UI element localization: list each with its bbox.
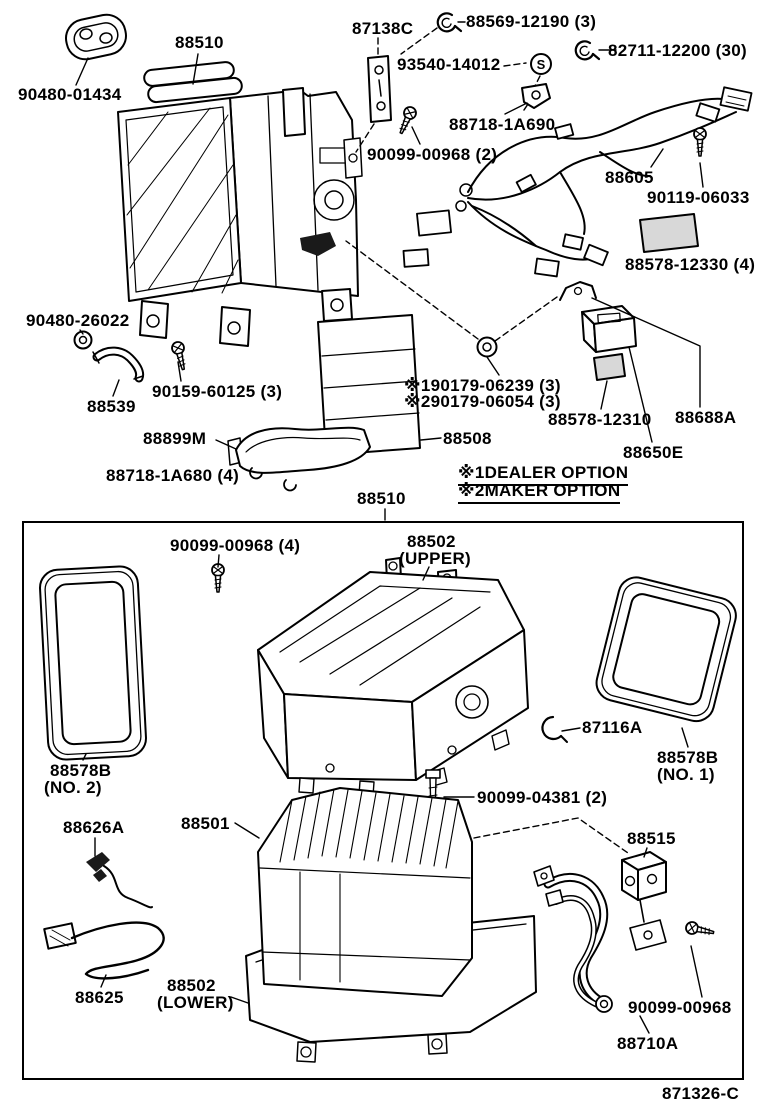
part-label-88578-12330: 88578-12330 (4) [625, 255, 756, 274]
evaporator-core-88501-art [257, 787, 473, 997]
wiring-harness-88605-art [402, 86, 753, 278]
part-label-88502-upper: 88502 [407, 532, 456, 551]
part-label-88625: 88625 [75, 988, 124, 1007]
thermistor-88626A-art [86, 852, 153, 909]
part-sublabel-no1: (NO. 1) [657, 765, 715, 784]
part-label-88508: 88508 [443, 429, 492, 448]
part-sublabel-lower: (LOWER) [157, 993, 234, 1012]
part-label-88626A: 88626A [63, 818, 125, 837]
part-label-88718-1A680: 88718-1A680 (4) [106, 466, 240, 485]
bracket-87138C-art [367, 55, 392, 123]
part-sublabel-upper: (UPPER) [399, 549, 471, 568]
clamp-88718-1A690-art [521, 83, 551, 111]
seal-88578B-no1-art [595, 576, 737, 723]
lower-assembly-frame [22, 521, 744, 1080]
part-label-88650E: 88650E [623, 443, 684, 462]
part-label-88502-lower: 88502 [167, 976, 216, 995]
expansion-valve-88515-art [621, 851, 667, 901]
note-maker-option: ※2MAKER OPTION [458, 481, 621, 504]
part-label-88718-1A690: 88718-1A690 [449, 115, 556, 134]
part-label-90099-04381: 90099-04381 (2) [477, 788, 608, 807]
duct-88899M-art [227, 426, 371, 492]
part-label-88688A: 88688A [675, 408, 737, 427]
assembly-dashed-lines [345, 27, 629, 854]
part-label-88501: 88501 [181, 814, 230, 833]
part-label-90099-00968-4: 90099-00968 (4) [170, 536, 301, 555]
pad-88578-12310-art [593, 353, 626, 381]
pad-88578-12330-art [639, 213, 699, 253]
screw-icon-90119-06033 [693, 127, 707, 157]
s-marker-icon: S [530, 53, 552, 75]
filter-88508-art [317, 314, 421, 456]
leader-lines [75, 21, 704, 1034]
grommet-90480-26022-art [73, 330, 93, 350]
grommet-90480-01434-art [65, 13, 127, 61]
part-label-88510-bottom: 88510 [357, 489, 406, 508]
pipes-88710A-art [533, 865, 667, 1013]
part-label-90159-60125: 90159-60125 (3) [152, 382, 283, 401]
harness-88625-art [43, 921, 165, 980]
screw-icon-90159-60125 [169, 339, 191, 372]
part-label-88578B-no1: 88578B [657, 748, 719, 767]
part-label-88605: 88605 [605, 168, 654, 187]
note-dealer-option: ※1DEALER OPTION [458, 463, 629, 486]
relay-88650E-art [581, 305, 637, 353]
part-label-93540-14012: 93540-14012 [397, 55, 501, 74]
part-label-90179-06239: ※190179-06239 (3) [404, 376, 561, 395]
part-label-88710A: 88710A [617, 1034, 679, 1053]
part-label-88899M: 88899M [143, 429, 207, 448]
part-label-88515: 88515 [627, 829, 676, 848]
drawing-code: 871326-C [662, 1084, 740, 1103]
part-label-90480-26022: 90480-26022 [26, 311, 130, 330]
upper-case-88502-art [257, 557, 529, 797]
bracket-88688A-art [559, 281, 597, 301]
part-label-88578-12310: 88578-12310 [548, 410, 652, 429]
part-label-88510-top: 88510 [175, 33, 224, 52]
part-label-90179-06054: ※290179-06054 (3) [404, 392, 561, 411]
hose-88539-art [92, 346, 145, 383]
part-label-88578B-no2: 88578B [50, 761, 112, 780]
part-label-90099-00968-1: 90099-00968 [628, 998, 732, 1017]
part-label-88569-12190: 88569-12190 (3) [466, 12, 597, 31]
clamp-87116A-art [541, 715, 568, 743]
part-label-90480-01434: 90480-01434 [18, 85, 122, 104]
part-label-82711-12200: 82711-12200 (30) [608, 41, 748, 60]
hose-clip-icon-82711 [574, 40, 601, 61]
evaporator-case-upper-art [117, 61, 363, 347]
part-label-90099-00968-2: 90099-00968 (2) [367, 145, 498, 164]
seal-88578B-no2-art [39, 565, 147, 761]
part-label-90119-06033: 90119-06033 [647, 188, 750, 207]
part-label-88539: 88539 [87, 397, 136, 416]
nut-90179-icon [476, 336, 498, 358]
part-sublabel-no2: (NO. 2) [44, 778, 102, 797]
part-label-87138C: 87138C [352, 19, 414, 38]
part-label-87116A: 87116A [582, 718, 643, 737]
